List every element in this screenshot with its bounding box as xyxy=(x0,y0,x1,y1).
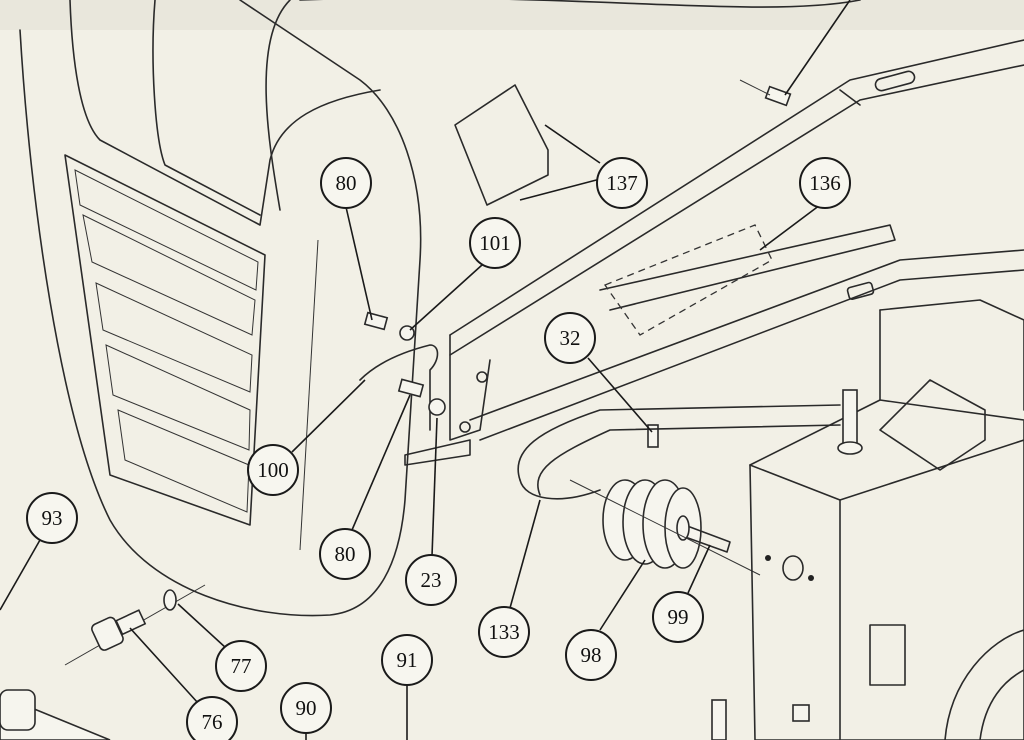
svg-text:23: 23 xyxy=(421,568,442,592)
svg-text:77: 77 xyxy=(231,654,252,678)
callout-136: 136 xyxy=(799,157,851,209)
callout-77: 77 xyxy=(215,640,267,692)
svg-text:76: 76 xyxy=(202,710,223,734)
motor-cover xyxy=(19,0,861,617)
callout-90: 90 xyxy=(280,682,332,734)
svg-text:101: 101 xyxy=(479,231,511,255)
callout-137: 137 xyxy=(596,157,648,209)
callout-76: 76 xyxy=(186,696,238,740)
callout-23: 23 xyxy=(405,554,457,606)
loose-parts xyxy=(0,584,206,740)
callout-99: 99 xyxy=(652,591,704,643)
svg-text:93: 93 xyxy=(42,506,63,530)
callout-133: 133 xyxy=(478,606,530,658)
callout-91: 91 xyxy=(381,634,433,686)
callout-98: 98 xyxy=(565,629,617,681)
frame-arm xyxy=(404,39,1024,466)
bracket-screws xyxy=(359,79,792,448)
svg-text:133: 133 xyxy=(488,620,520,644)
callout-93: 93 xyxy=(26,492,78,544)
svg-text:91: 91 xyxy=(397,648,418,672)
callout-80-bottom: 80 xyxy=(319,528,371,580)
belt-pulley xyxy=(517,404,841,576)
callout-100: 100 xyxy=(247,444,299,496)
machine-body xyxy=(711,299,1024,740)
callout-101: 101 xyxy=(469,217,521,269)
svg-text:100: 100 xyxy=(257,458,289,482)
callout-80-top: 80 xyxy=(320,157,372,209)
svg-text:137: 137 xyxy=(606,171,638,195)
svg-text:136: 136 xyxy=(809,171,841,195)
svg-text:80: 80 xyxy=(336,171,357,195)
svg-text:99: 99 xyxy=(668,605,689,629)
svg-text:90: 90 xyxy=(296,696,317,720)
svg-text:80: 80 xyxy=(335,542,356,566)
svg-text:98: 98 xyxy=(581,643,602,667)
leader-lines xyxy=(0,0,851,740)
paper-fold xyxy=(0,0,1024,30)
svg-text:32: 32 xyxy=(560,326,581,350)
callout-32: 32 xyxy=(544,312,596,364)
